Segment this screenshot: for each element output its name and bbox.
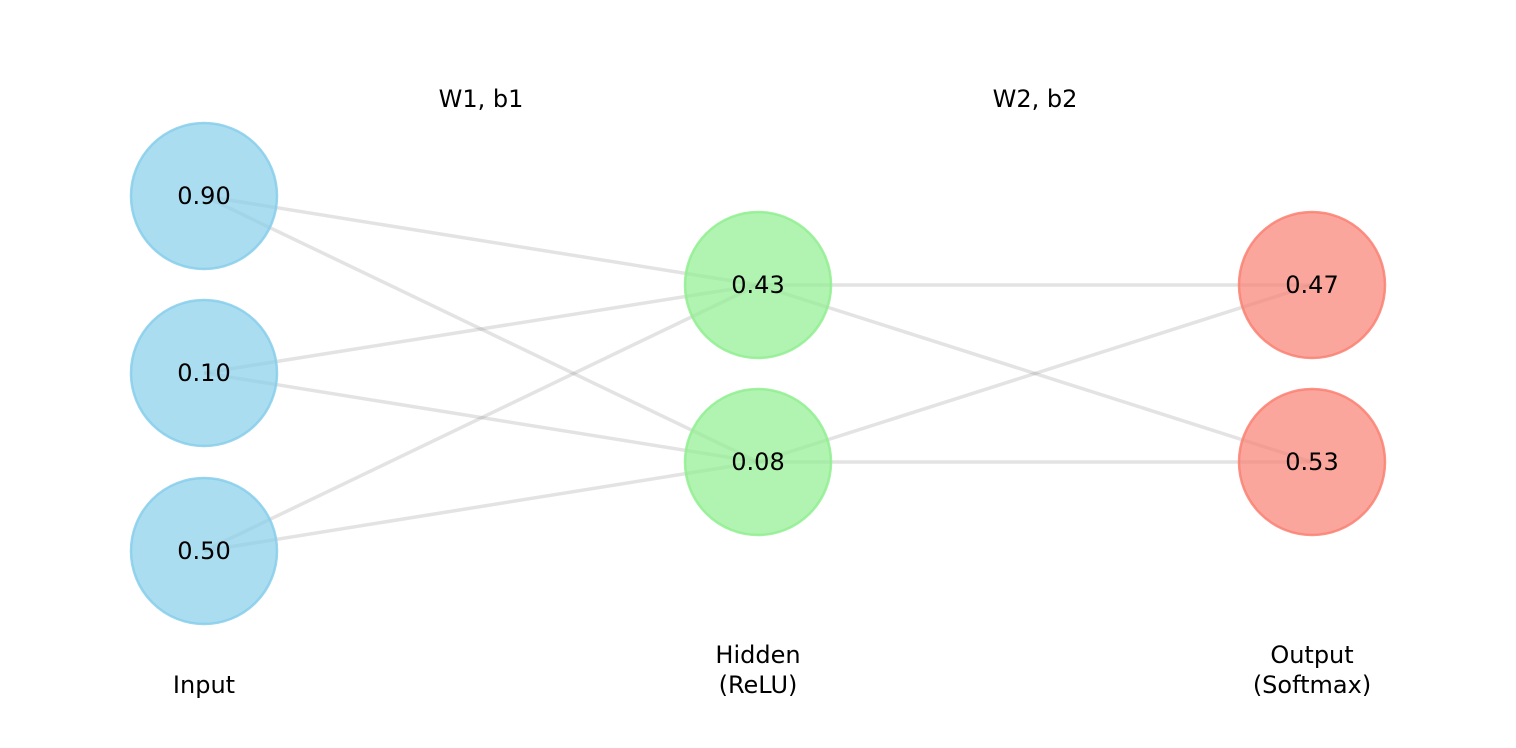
hidden-layer-label-line2: (ReLU): [719, 671, 798, 699]
output-node-2-circle: [1237, 387, 1387, 537]
edges-hidden-output: [757, 283, 1313, 464]
edge-in2-h1: [203, 283, 759, 375]
edge-in2-h2: [203, 371, 759, 464]
output-layer: 0.47 0.53: [1237, 210, 1387, 537]
w1-b1-label: W1, b1: [439, 85, 524, 113]
input-node-2-circle: [129, 298, 279, 448]
input-node-3-value: 0.50: [177, 537, 230, 565]
input-node-1-circle: [129, 121, 279, 271]
output-node-1-value: 0.47: [1285, 271, 1338, 299]
input-node-1: 0.90: [129, 121, 279, 271]
edge-in3-h2: [203, 460, 759, 553]
input-node-2-value: 0.10: [177, 359, 230, 387]
input-node-3-circle: [129, 476, 279, 626]
hidden-node-2-circle: [683, 387, 833, 537]
input-node-1-value: 0.90: [177, 182, 230, 210]
edge-in1-h1: [203, 194, 759, 287]
w2-b2-label: W2, b2: [993, 85, 1078, 113]
input-node-3: 0.50: [129, 476, 279, 626]
hidden-node-1: 0.43: [683, 210, 833, 360]
output-layer-label-line2: (Softmax): [1253, 671, 1371, 699]
hidden-layer-label-line1: Hidden: [715, 641, 800, 669]
edges-input-hidden: [203, 194, 759, 553]
input-node-2: 0.10: [129, 298, 279, 448]
output-node-1-circle: [1237, 210, 1387, 360]
hidden-node-2-value: 0.08: [731, 448, 784, 476]
edge-h1-out2: [757, 283, 1313, 464]
edge-h2-out1: [757, 283, 1313, 464]
edge-in3-h1: [203, 283, 759, 553]
hidden-node-2: 0.08: [683, 387, 833, 537]
hidden-layer: 0.43 0.08: [683, 210, 833, 537]
input-layer: 0.90 0.10 0.50: [129, 121, 279, 626]
hidden-node-1-circle: [683, 210, 833, 360]
output-layer-label-line1: Output: [1270, 641, 1353, 669]
edge-in1-h2: [203, 194, 759, 464]
output-node-2-value: 0.53: [1285, 448, 1338, 476]
output-node-2: 0.53: [1237, 387, 1387, 537]
output-node-1: 0.47: [1237, 210, 1387, 360]
hidden-node-1-value: 0.43: [731, 271, 784, 299]
input-layer-label: Input: [173, 671, 235, 699]
